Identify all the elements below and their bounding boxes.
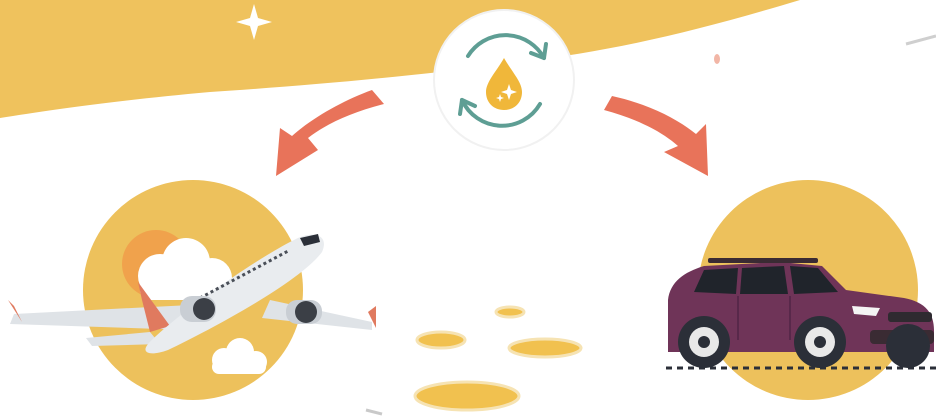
curved-arrow-right-icon	[604, 96, 708, 176]
dash-mark-bottom	[366, 410, 382, 414]
dash-mark	[906, 36, 936, 44]
oil-puddle-icon	[415, 307, 581, 410]
drop-mark	[714, 54, 720, 64]
top-banner	[0, 0, 800, 118]
recycle-oil-icon	[434, 10, 574, 150]
curved-arrow-left-icon	[276, 90, 384, 176]
